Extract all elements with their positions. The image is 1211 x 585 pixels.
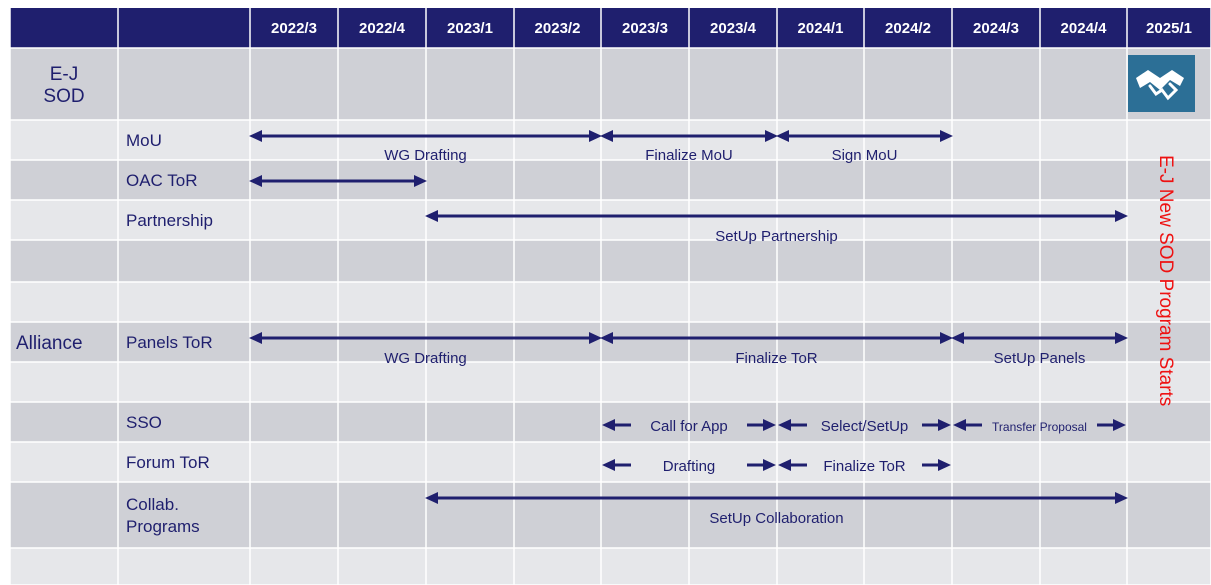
arrow-head	[951, 332, 964, 344]
column-header: 2024/2	[885, 20, 931, 37]
task-bar: Transfer Proposal	[953, 419, 1126, 434]
task-label: SetUp Collaboration	[709, 510, 843, 527]
row-band	[10, 240, 1211, 282]
arrow-head	[602, 459, 615, 471]
arrow-head	[602, 419, 615, 431]
handshake-icon	[1128, 55, 1195, 112]
row-band	[10, 282, 1211, 322]
task-label: Sign MoU	[832, 147, 898, 164]
task-label: Finalize ToR	[823, 458, 905, 475]
task-bar: SetUp Panels	[951, 332, 1128, 367]
arrow-head	[589, 332, 602, 344]
row-band	[10, 482, 1211, 548]
task-label: Transfer Proposal	[992, 420, 1087, 434]
task-bar: Finalize ToR	[778, 458, 951, 475]
column-header: 2023/2	[535, 20, 581, 37]
task-label: Finalize MoU	[645, 147, 733, 164]
program-start-note: E-J New SOD Program Starts	[1155, 155, 1176, 406]
column-header: 2024/4	[1061, 20, 1108, 37]
task-label: Call for App	[650, 418, 728, 435]
row-label: OAC ToR	[126, 171, 198, 190]
column-header: 2025/1	[1146, 20, 1192, 37]
task-label: SetUp Panels	[994, 350, 1086, 367]
section-label: Alliance	[16, 333, 83, 354]
arrow-head	[1115, 210, 1128, 222]
arrow-head	[600, 332, 613, 344]
arrow-head	[953, 419, 966, 431]
arrow-head	[778, 419, 791, 431]
row-label: Collab.	[126, 495, 179, 514]
row-label: SSO	[126, 413, 162, 432]
timeline-header: 2022/3 2022/4 2023/1 2023/2 2023/3 2023/4 2024…	[10, 8, 1211, 48]
handshake-fingers	[1148, 82, 1179, 101]
arrow-head	[763, 459, 776, 471]
task-bar: Sign MoU	[776, 130, 953, 164]
arrow-head	[249, 332, 262, 344]
row-label: MoU	[126, 131, 162, 150]
task-label: Drafting	[663, 458, 716, 475]
arrow-head	[425, 492, 438, 504]
row-band	[10, 160, 1211, 200]
column-header: 2023/1	[447, 20, 493, 37]
arrow-head	[1115, 332, 1128, 344]
column-header: 2024/1	[798, 20, 844, 37]
task-bar: Finalize ToR	[600, 332, 953, 367]
task-bar: SetUp Collaboration	[425, 492, 1128, 527]
arrow-head	[1115, 492, 1128, 504]
row-label: Panels ToR	[126, 333, 213, 352]
row-label: Partnership	[126, 211, 213, 230]
arrow-head	[600, 130, 613, 142]
arrow-head	[765, 130, 778, 142]
column-header: 2023/4	[710, 20, 757, 37]
row-label: Programs	[126, 517, 200, 536]
row-band	[10, 200, 1211, 240]
header-background	[10, 8, 1211, 48]
arrow-head	[940, 130, 953, 142]
handshake-shape	[1136, 70, 1184, 90]
section-label: SOD	[43, 86, 84, 107]
row-band	[10, 362, 1211, 402]
arrow-head	[778, 459, 791, 471]
arrow-head	[940, 332, 953, 344]
arrow-head	[938, 419, 951, 431]
arrow-head	[938, 459, 951, 471]
grid-lines	[9, 8, 1211, 585]
task-bar: Drafting	[602, 458, 776, 475]
task-bar: WG Drafting	[249, 130, 602, 164]
arrow-head	[763, 419, 776, 431]
arrow-head	[1113, 419, 1126, 431]
task-label: SetUp Partnership	[715, 228, 838, 245]
task-bar: Select/SetUp	[778, 418, 951, 435]
column-header: 2022/4	[359, 20, 406, 37]
row-label: Forum ToR	[126, 453, 210, 472]
arrow-head	[776, 130, 789, 142]
timeline-rows	[10, 48, 1211, 585]
arrow-head	[425, 210, 438, 222]
column-header: 2023/3	[622, 20, 668, 37]
row-band	[10, 548, 1211, 585]
arrow-head	[589, 130, 602, 142]
arrow-head	[249, 175, 262, 187]
task-label: Finalize ToR	[735, 350, 817, 367]
task-label: WG Drafting	[384, 350, 467, 367]
task-bar: SetUp Partnership	[425, 210, 1128, 245]
arrow-head	[249, 130, 262, 142]
arrow-head	[414, 175, 427, 187]
task-label: Select/SetUp	[821, 418, 909, 435]
section-label: E-J	[50, 64, 79, 85]
task-label: WG Drafting	[384, 147, 467, 164]
task-bar: Call for App	[602, 418, 776, 435]
task-bar: WG Drafting	[249, 332, 602, 367]
column-header: 2024/3	[973, 20, 1019, 37]
task-bar: Finalize MoU	[600, 130, 778, 164]
column-header: 2022/3	[271, 20, 317, 37]
task-bar	[249, 175, 427, 187]
row-band	[10, 48, 1211, 120]
